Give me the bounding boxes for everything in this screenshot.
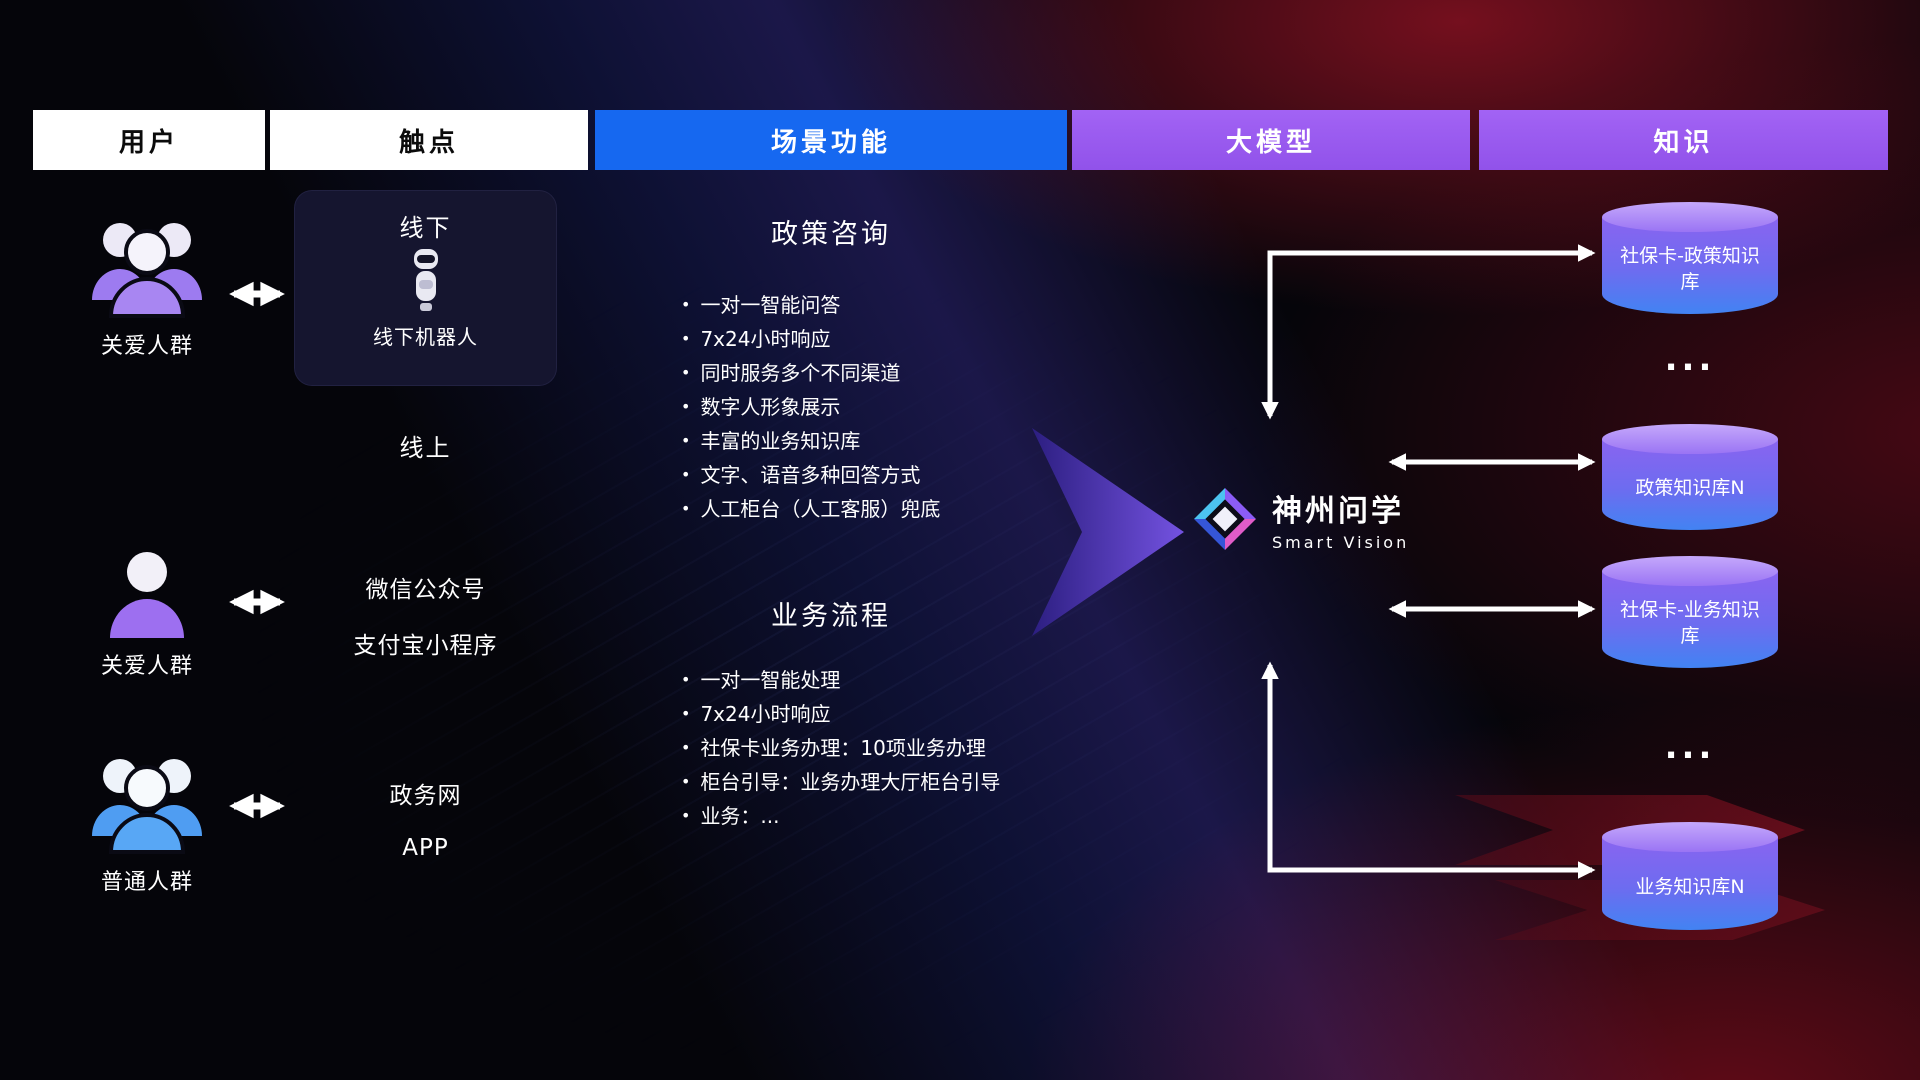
kb-label: 政策知识库N [1635,476,1745,499]
model-logo-icon [1194,488,1256,550]
kb-cylinder-policy-n: 政策知识库N [1602,424,1778,530]
kb-label: 社保卡-业务知识库 [1620,598,1760,647]
user-label: 关爱人群 [100,654,193,679]
model-title-group: 神州问学 Smart Vision [1272,486,1409,552]
feature-item: 社保卡业务办理：10项业务办理 [681,732,1000,766]
channel-gov-web: 政务网 [389,783,462,809]
offline-title: 线下 [399,214,452,242]
scenario-title-business: 业务流程 [771,601,891,632]
user-block-general: 普通人群 [67,748,227,896]
header-label: 大模型 [1225,127,1316,158]
user-block-care-2: 关爱人群 [67,548,227,680]
cylinder-top [1602,202,1778,232]
robot-icon [294,247,557,319]
model-subtitle: Smart Vision [1272,533,1410,552]
feature-item: 数字人形象展示 [681,391,940,425]
cylinder-top [1602,822,1778,852]
kb-cylinder-business-n: 业务知识库N [1602,822,1778,930]
header-label: 知识 [1653,127,1714,158]
feature-item: 文字、语音多种回答方式 [681,459,940,493]
kb-ellipsis: ... [1664,727,1716,767]
robot-label: 线下机器人 [373,325,478,349]
header-label: 触点 [398,127,459,158]
header-label: 用户 [118,127,179,158]
cylinder-top [1602,424,1778,454]
kb-label: 社保卡-政策知识库 [1620,244,1760,293]
scenario-title-policy: 政策咨询 [771,219,891,250]
kb-ellipsis: ... [1664,339,1716,379]
users-group-icon [92,759,202,854]
user-block-care-1: 关爱人群 [67,212,227,360]
model-block: 神州问学 Smart Vision [1194,486,1409,552]
feature-item: 一对一智能问答 [681,289,940,323]
feature-item: 7x24小时响应 [681,698,1000,732]
user-label: 关爱人群 [100,334,193,359]
feature-item: 同时服务多个不同渠道 [681,357,940,391]
feature-item: 7x24小时响应 [681,323,940,357]
online-title: 线上 [399,434,452,462]
kb-cylinder-sbk-business: 社保卡-业务知识库 [1602,556,1778,668]
feature-item: 一对一智能处理 [681,664,1000,698]
feature-item: 柜台引导：业务办理大厅柜台引导 [681,766,1000,800]
business-feature-list: 一对一智能处理 7x24小时响应 社保卡业务办理：10项业务办理 柜台引导：业务… [681,664,1000,834]
feature-item: 人工柜台（人工客服）兜底 [681,493,940,527]
model-kb-arrow-1 [1261,244,1596,420]
offline-channel-card: 线下 线下机器人 [294,190,557,386]
header-knowledge: 知识 [1479,110,1888,170]
user-label: 普通人群 [100,870,193,895]
policy-feature-list: 一对一智能问答 7x24小时响应 同时服务多个不同渠道 数字人形象展示 丰富的业… [681,289,940,527]
flow-arrow [1032,428,1184,636]
feature-item: 业务：... [681,800,1000,834]
channel-wechat: 微信公众号 [365,577,486,603]
header-users: 用户 [33,110,265,170]
user-icon [110,552,184,638]
header-model: 大模型 [1072,110,1470,170]
feature-item: 丰富的业务知识库 [681,425,940,459]
channel-app: APP [402,835,449,861]
header-label: 场景功能 [770,127,891,158]
users-group-icon [92,223,202,318]
kb-cylinder-sbk-policy: 社保卡-政策知识库 [1602,202,1778,314]
kb-label: 业务知识库N [1635,875,1745,898]
model-name: 神州问学 [1272,494,1404,529]
header-touchpoints: 触点 [270,110,588,170]
cylinder-top [1602,556,1778,586]
header-scenarios: 场景功能 [595,110,1067,170]
channel-alipay: 支付宝小程序 [353,633,498,659]
